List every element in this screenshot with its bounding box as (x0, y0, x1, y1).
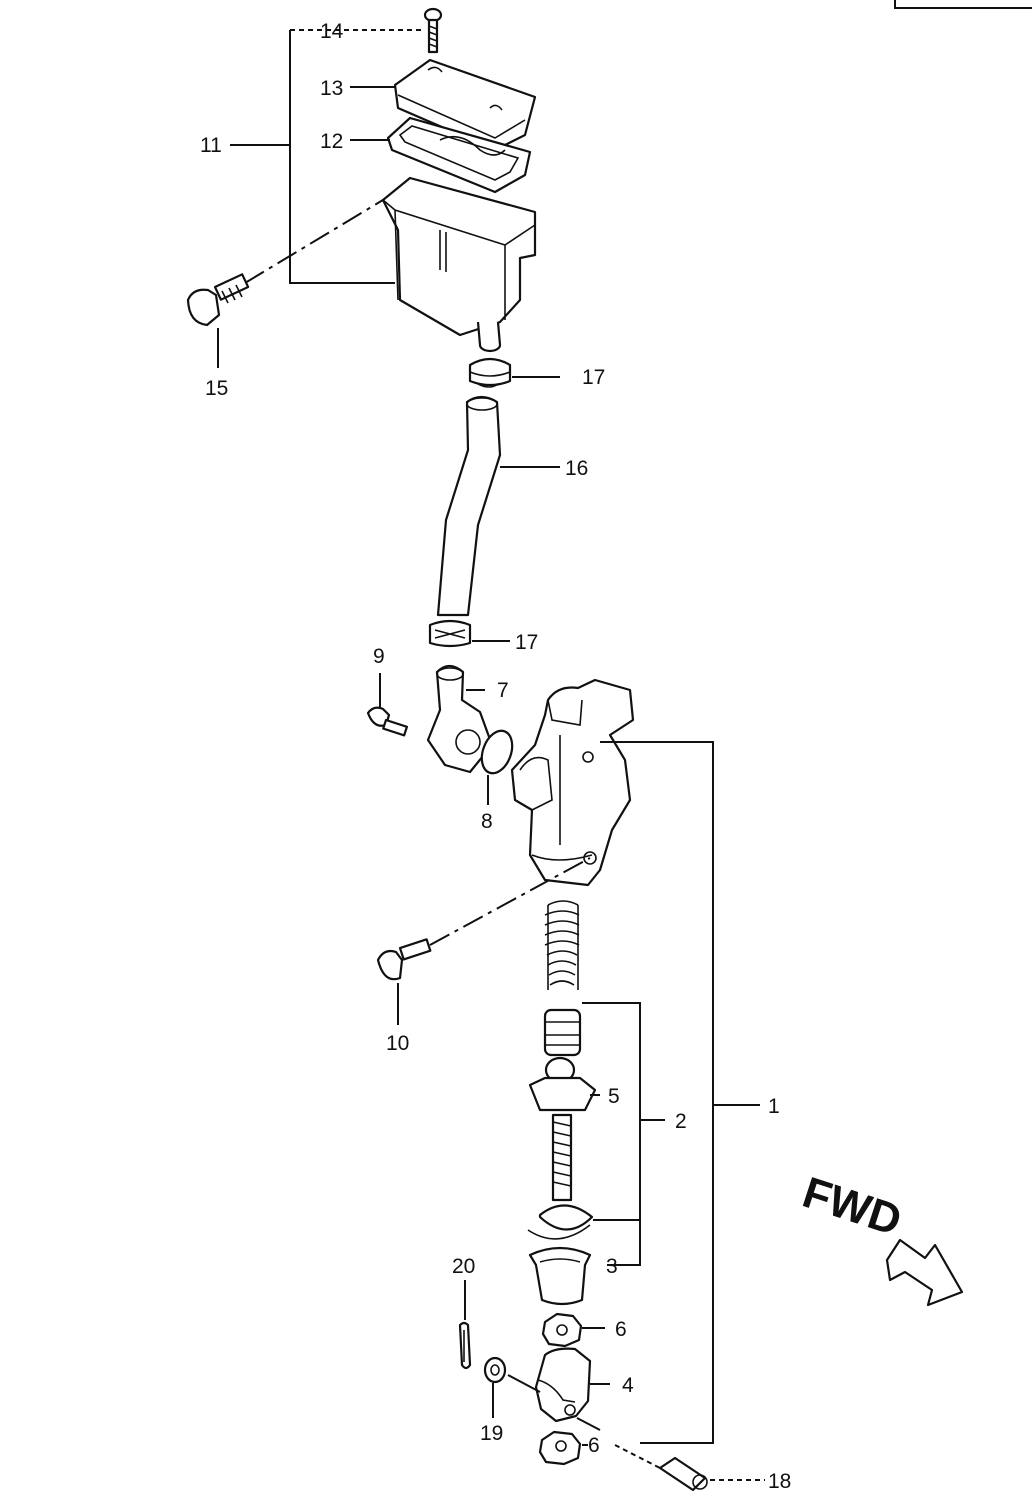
label-13: 13 (320, 77, 343, 100)
label-3: 3 (606, 1255, 618, 1278)
part-15-bolt (186, 273, 250, 327)
label-9: 9 (373, 645, 385, 668)
bracket-11 (289, 30, 395, 284)
part-3-boot (528, 1246, 592, 1306)
label-11: 11 (200, 134, 222, 157)
part-18-pin (658, 1456, 708, 1492)
label-6-upper: 6 (615, 1318, 627, 1341)
label-10: 10 (386, 1032, 409, 1055)
piston-cup (543, 1008, 582, 1057)
label-8: 8 (481, 810, 493, 833)
label-17-upper: 17 (582, 366, 605, 389)
fwd-arrow-icon (885, 1238, 964, 1307)
label-20: 20 (452, 1255, 475, 1278)
label-5: 5 (608, 1085, 620, 1108)
part-10-bolt (376, 938, 432, 981)
part-4-clevis (534, 1347, 592, 1423)
part-14-screw (423, 7, 443, 54)
part-19-washer (483, 1356, 507, 1384)
part-13-cap (393, 58, 537, 152)
bracket-1 (600, 741, 714, 1444)
frame-corner (894, 0, 1032, 9)
label-6-lower: 6 (588, 1434, 600, 1457)
label-7: 7 (497, 679, 509, 702)
part-17-clamp-upper (468, 357, 512, 388)
label-2: 2 (675, 1110, 687, 1133)
circlip (527, 1204, 594, 1240)
master-cylinder-body (510, 678, 635, 887)
label-14: 14 (320, 20, 344, 43)
part-20-cotter-pin (458, 1321, 472, 1370)
spring (544, 900, 580, 990)
part-6-nut-upper (541, 1312, 583, 1348)
label-19: 19 (480, 1422, 503, 1445)
part-8-oring (480, 729, 514, 775)
label-17-lower: 17 (515, 631, 538, 654)
label-1: 1 (768, 1095, 780, 1118)
part-7-elbow (426, 664, 494, 774)
part-6-nut-lower (538, 1430, 582, 1466)
fwd-label: FWD (797, 1168, 907, 1246)
label-12: 12 (320, 130, 343, 153)
part-16-hose (436, 395, 502, 617)
part-12-diaphragm (386, 116, 532, 194)
label-4: 4 (622, 1374, 634, 1397)
part-17-clamp-lower (428, 619, 472, 648)
part-5-pushrod (528, 1056, 597, 1202)
label-18: 18 (768, 1470, 791, 1493)
reservoir-body (381, 176, 537, 353)
label-16: 16 (565, 457, 588, 480)
label-15: 15 (205, 377, 228, 400)
part-9-screw (366, 706, 409, 737)
